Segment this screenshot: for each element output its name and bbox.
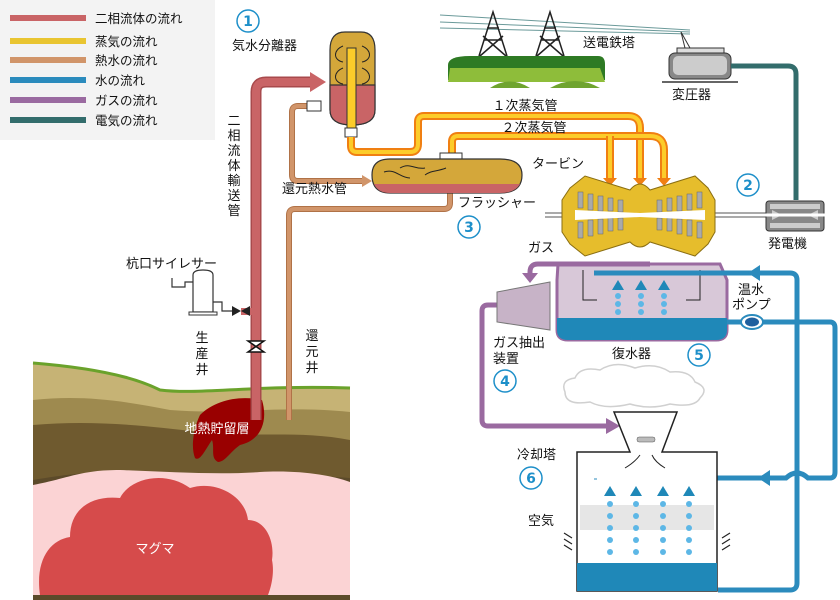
separator-label: 1 気水分離器 bbox=[232, 9, 297, 54]
condenser[interactable] bbox=[555, 262, 729, 342]
svg-text:管: 管 bbox=[227, 204, 240, 219]
svg-text:井: 井 bbox=[195, 363, 208, 378]
svg-text:2: 2 bbox=[743, 178, 753, 194]
legend-item: 二相流体の流れ bbox=[10, 11, 183, 26]
legend-swatch-gas bbox=[10, 97, 86, 103]
svg-text:タービン: タービン bbox=[532, 157, 584, 172]
silencer-label: 杭口サイレサー bbox=[126, 257, 217, 272]
legend-item: 電気の流れ bbox=[10, 113, 158, 128]
legend-label: 水の流れ bbox=[95, 73, 146, 88]
svg-text:ポンプ: ポンプ bbox=[732, 298, 771, 313]
primary-steam-pipe-label: １次蒸気管 bbox=[492, 98, 557, 114]
secondary-steam-pipe-label: ２次蒸気管 bbox=[501, 120, 566, 136]
generator-label: 発電機 bbox=[768, 237, 807, 252]
air-intake-icon bbox=[563, 532, 731, 551]
reinjection-well-label: 還 元 井 bbox=[305, 329, 318, 376]
svg-text:気水分離器: 気水分離器 bbox=[232, 38, 297, 54]
legend-label: ガスの流れ bbox=[95, 93, 158, 108]
legend-swatch-hot-water bbox=[10, 57, 86, 63]
svg-text:二: 二 bbox=[227, 114, 240, 129]
magma-label: マグマ bbox=[135, 542, 174, 557]
cooling-tower[interactable] bbox=[563, 411, 731, 592]
return-hot-water-pipe-label: 還元熱水管 bbox=[282, 182, 347, 197]
flasher-label: フラッシャー 3 bbox=[457, 196, 536, 239]
silencer-valve[interactable] bbox=[232, 306, 250, 316]
legend-label: 電気の流れ bbox=[95, 113, 158, 128]
generator[interactable] bbox=[740, 200, 830, 232]
svg-text:1: 1 bbox=[243, 14, 253, 30]
flow-arrow bbox=[310, 72, 326, 92]
svg-text:5: 5 bbox=[694, 348, 704, 364]
svg-text:フラッシャー: フラッシャー bbox=[458, 196, 536, 211]
condenser-label: 復水器 5 bbox=[612, 343, 711, 367]
legend-swatch-water bbox=[10, 77, 86, 83]
primary-steam-pipe: １次蒸気管 bbox=[347, 98, 644, 180]
reservoir-label: 地熱貯留層 bbox=[184, 422, 249, 437]
legend-swatch-steam bbox=[10, 38, 86, 44]
svg-text:体: 体 bbox=[227, 159, 240, 174]
flasher[interactable] bbox=[371, 152, 523, 194]
hot-water-pump[interactable] bbox=[740, 314, 764, 330]
transformer-label: 変圧器 bbox=[672, 87, 711, 103]
legend-item: ガスの流れ bbox=[10, 93, 158, 108]
fan-icon bbox=[636, 436, 656, 443]
svg-text:復水器: 復水器 bbox=[612, 346, 651, 362]
svg-text:生: 生 bbox=[195, 331, 208, 346]
svg-text:産: 産 bbox=[195, 346, 208, 362]
legend-label: 蒸気の流れ bbox=[95, 34, 158, 49]
svg-text:装置: 装置 bbox=[493, 352, 519, 367]
svg-text:輸: 輸 bbox=[227, 174, 240, 189]
steam-cloud bbox=[563, 363, 705, 408]
cooling-tower-label: 冷却塔 6 空気 bbox=[517, 448, 556, 529]
svg-text:元: 元 bbox=[305, 345, 318, 360]
hot-water-pipe: 還元熱水管 bbox=[282, 103, 453, 420]
secondary-steam-pipe: ２次蒸気管 bbox=[448, 120, 671, 186]
gas-extractor[interactable] bbox=[496, 281, 551, 331]
steam-separator[interactable] bbox=[306, 31, 376, 138]
svg-text:温水: 温水 bbox=[738, 283, 764, 298]
svg-text:相: 相 bbox=[227, 129, 240, 144]
gas-label: ガス bbox=[528, 241, 554, 256]
two-phase-pipe-label: 二 相 流 体 輸 送 管 bbox=[227, 114, 240, 219]
svg-text:3: 3 bbox=[464, 220, 474, 236]
svg-text:4: 4 bbox=[500, 374, 510, 390]
legend-swatch-electric bbox=[10, 117, 86, 123]
svg-text:冷却塔: 冷却塔 bbox=[517, 448, 556, 463]
legend-item: 蒸気の流れ bbox=[10, 34, 158, 49]
electric-line bbox=[731, 63, 799, 200]
geothermal-reservoir: 地熱貯留層 bbox=[184, 398, 265, 462]
svg-text:流: 流 bbox=[227, 144, 240, 159]
legend-label: 二相流体の流れ bbox=[95, 11, 183, 26]
legend-item: 水の流れ bbox=[10, 73, 146, 88]
water-pipes bbox=[593, 265, 838, 593]
magma: マグマ bbox=[39, 477, 273, 595]
svg-text:還: 還 bbox=[305, 329, 318, 344]
transformer: 変圧器 bbox=[662, 31, 738, 103]
svg-text:ガス抽出: ガス抽出 bbox=[493, 336, 545, 351]
turbine-label: タービン 2 bbox=[532, 157, 760, 197]
wellhead-valve[interactable] bbox=[245, 340, 267, 353]
air-label: 空気 bbox=[528, 513, 554, 529]
transmission-towers: 送電鉄塔 bbox=[439, 9, 691, 88]
gas-extractor-label: ガス抽出 装置 4 bbox=[493, 336, 545, 393]
svg-text:6: 6 bbox=[526, 471, 536, 487]
svg-text:井: 井 bbox=[305, 361, 318, 376]
legend: 二相流体の流れ 蒸気の流れ 熱水の流れ 水の流れ ガスの流れ 電気の流れ bbox=[0, 0, 215, 140]
legend-swatch-two-phase bbox=[10, 15, 86, 21]
transmission-tower-label: 送電鉄塔 bbox=[583, 36, 635, 51]
gas-pipe: ガス bbox=[479, 241, 650, 434]
svg-text:送: 送 bbox=[227, 189, 240, 204]
legend-item: 熱水の流れ bbox=[10, 53, 158, 68]
production-well-label: 生 産 井 bbox=[195, 331, 208, 378]
legend-label: 熱水の流れ bbox=[95, 53, 158, 68]
hot-water-pump-label: 温水 ポンプ bbox=[732, 283, 771, 313]
silencer: 杭口サイレサー bbox=[126, 257, 232, 316]
